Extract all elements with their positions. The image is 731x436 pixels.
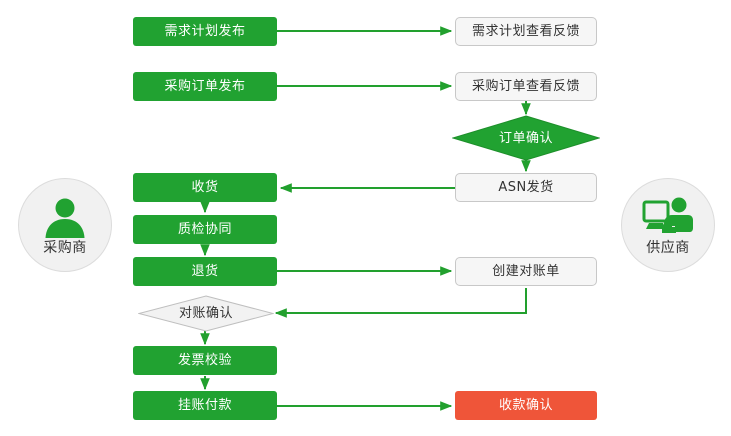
user-at-computer-icon — [642, 197, 693, 233]
node-demand-feedback[interactable]: 需求计划查看反馈 — [455, 17, 597, 46]
node-asn-shipment[interactable]: ASN发货 — [455, 173, 597, 202]
user-icon — [45, 198, 85, 238]
node-return-goods[interactable]: 退货 — [133, 257, 277, 286]
node-receipt-confirm[interactable]: 收款确认 — [455, 391, 597, 420]
diamond-shape-recon-confirm — [138, 295, 274, 332]
node-po-publish[interactable]: 采购订单发布 — [133, 72, 277, 101]
actor-buyer-label: 采购商 — [43, 239, 87, 256]
node-order-confirm[interactable]: 订单确认 — [452, 115, 600, 161]
node-recon-confirm[interactable]: 对账确认 — [138, 295, 274, 332]
actor-supplier-label: 供应商 — [646, 239, 690, 256]
node-po-feedback[interactable]: 采购订单查看反馈 — [455, 72, 597, 101]
node-qc-collab[interactable]: 质检协同 — [133, 215, 277, 244]
node-invoice-check[interactable]: 发票校验 — [133, 346, 277, 375]
actor-buyer[interactable]: 采购商 — [18, 178, 112, 272]
edge-create-statement-to-recon-confirm — [274, 288, 527, 318]
node-recon-confirm-label: 对账确认 — [178, 306, 233, 321]
node-payment[interactable]: 挂账付款 — [133, 391, 277, 420]
actor-supplier[interactable]: 供应商 — [621, 178, 715, 272]
node-demand-publish[interactable]: 需求计划发布 — [133, 17, 277, 46]
node-receiving[interactable]: 收货 — [133, 173, 277, 202]
node-create-statement[interactable]: 创建对账单 — [455, 257, 597, 286]
node-order-confirm-label: 订单确认 — [498, 130, 553, 146]
